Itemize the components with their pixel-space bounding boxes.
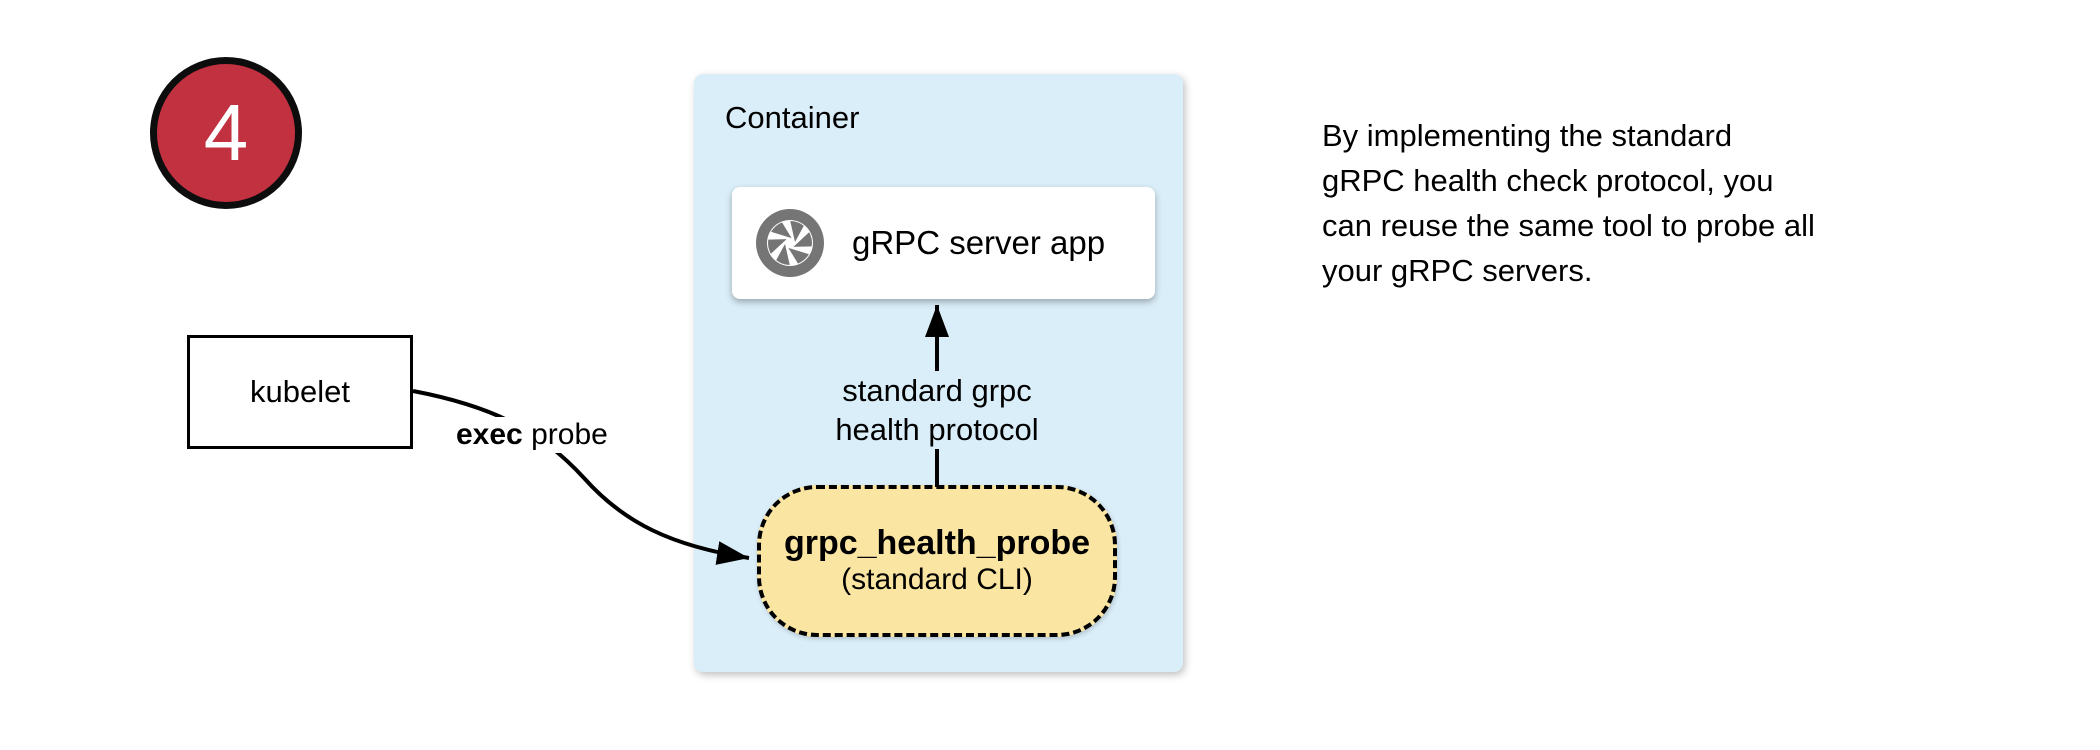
description-line: your gRPC servers. [1322, 253, 1593, 288]
kubelet-label: kubelet [250, 374, 350, 409]
description-line: gRPC health check protocol, you [1322, 163, 1774, 198]
protocol-label-line2: health protocol [835, 412, 1039, 447]
exec-label-bold: exec [456, 418, 523, 451]
container-title: Container [725, 100, 860, 135]
kubelet-node: kubelet [187, 335, 413, 449]
exec-label-rest: probe [522, 418, 608, 451]
step-number-badge: 4 [150, 57, 302, 209]
description-line: By implementing the standard [1322, 118, 1733, 153]
exec-probe-arrow-label: exec probe [450, 417, 614, 453]
aperture-icon [756, 209, 824, 277]
grpc-health-probe-subtitle: (standard CLI) [841, 563, 1033, 597]
description-paragraph: By implementing the standard gRPC health… [1322, 113, 1815, 293]
step-number: 4 [203, 88, 249, 177]
protocol-label-line1: standard grpc [842, 373, 1032, 408]
grpc-server-app-node: gRPC server app [732, 187, 1155, 299]
grpc-health-probe-title: grpc_health_probe [783, 524, 1091, 563]
grpc-health-probe-node: grpc_health_probe (standard CLI) [757, 485, 1117, 637]
description-line: can reuse the same tool to probe all [1322, 208, 1815, 243]
health-protocol-arrow-label: standard grpc health protocol [777, 371, 1097, 449]
grpc-server-app-label: gRPC server app [852, 224, 1106, 261]
